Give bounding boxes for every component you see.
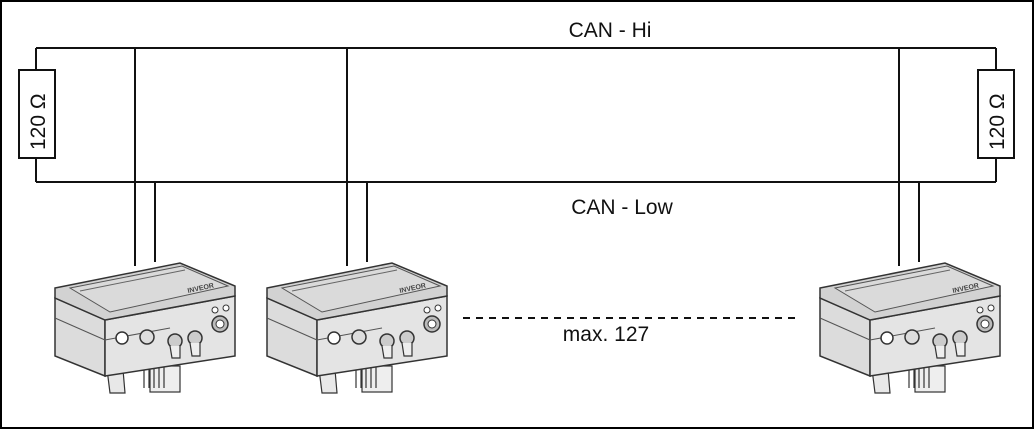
left-terminator-resistor: 120 Ω	[18, 69, 56, 159]
max-nodes-label: max. 127	[563, 323, 649, 346]
inverter-device-3	[819, 262, 1001, 394]
inverter-device-1	[54, 262, 236, 394]
left-resistor-label: 120 Ω	[27, 93, 50, 150]
right-resistor-label: 120 Ω	[986, 93, 1009, 150]
can-hi-label: CAN - Hi	[569, 19, 652, 42]
right-terminator-resistor: 120 Ω	[977, 69, 1015, 159]
inverter-device-2	[266, 262, 448, 394]
can-low-label: CAN - Low	[571, 196, 673, 219]
